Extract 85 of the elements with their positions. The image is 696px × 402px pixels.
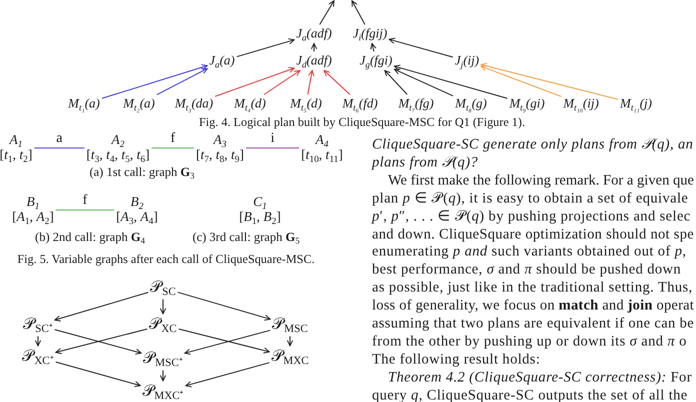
member-list: [A$_{3}$, A$_{4}$] — [116, 210, 158, 225]
member-list: [t$_{10}$, t$_{11}$] — [301, 148, 343, 163]
node-label: J$_{d}$(adf) — [296, 54, 332, 68]
body-text-line: assuming that two plans are equivalent if one can be — [372, 316, 694, 332]
arrow — [264, 70, 300, 95]
member-list: [B$_{1}$, B$_{2}$] — [239, 210, 281, 225]
arrow — [101, 64, 208, 99]
subfigure-caption: (c) 3rd call: graph G$_{5}$ — [192, 230, 300, 244]
arrow — [480, 65, 562, 97]
node-label: J$_{g}$(fgi) — [360, 54, 392, 68]
arrow — [55, 362, 141, 388]
node-label: 𝒫$_{XC⁺}$ — [22, 348, 54, 366]
arrow — [319, 0, 334, 25]
node-label: M$_{t₈}$(g) — [455, 96, 487, 112]
variable-name: C$_{1}$ — [252, 195, 268, 210]
figure-caption: Fig. 4. Logical plan built by CliqueSquare-MSC for Q1 (Figure 1). — [199, 114, 525, 130]
arrow — [394, 64, 508, 99]
node-label: 𝒫$_{MXC}$ — [271, 348, 309, 366]
arrow — [352, 0, 366, 25]
node-label: M$_{t₆}$(fd) — [342, 96, 378, 112]
body-text-line: CliqueSquare-SC generate only plans from 𝒫(q), an — [372, 136, 694, 154]
node-label: M$_{t₉}$(gi) — [509, 96, 545, 112]
body-text-line: plans from 𝒫(q)? — [372, 154, 478, 172]
body-text-line: plan p ∈ 𝒫(q), it is easy to obtain a set of equivale — [372, 190, 688, 208]
arrow — [156, 68, 208, 96]
node-label: J$_{i}$(fgij) — [352, 26, 388, 42]
arrow — [177, 292, 271, 321]
node-label: 𝒫$_{MSC}$ — [272, 316, 308, 334]
arrow — [394, 68, 454, 96]
body-text-line: p′, p″, . . . ∈ 𝒫(q) by pushing projections and selec — [372, 208, 691, 225]
variable-name: A$_{4}$ — [314, 133, 330, 148]
variable-name: A$_{1}$ — [8, 133, 24, 148]
node-label: 𝒫$_{MXC⁺}$ — [142, 382, 184, 402]
node-label: M$_{t₃}$(da) — [174, 96, 214, 112]
body-text-line: loss of generality, we focus on match and join operat — [372, 298, 694, 314]
member-list: [t$_{3}$, t$_{4}$, t$_{5}$, t$_{6}$] — [86, 148, 150, 163]
node-label: J$_{a}$(a) — [209, 54, 235, 68]
node-label: 𝒫$_{SC⁺}$ — [23, 316, 53, 334]
member-list: [t$_{1}$, t$_{2}$] — [0, 148, 32, 163]
body-text-line: The following result holds: — [372, 351, 540, 368]
node-label: 𝒫$_{SC}$ — [150, 278, 176, 298]
arrow — [185, 362, 270, 388]
body-text-line: best performance, σ and π should be pushed down — [372, 262, 682, 279]
figure-caption: Fig. 5. Variable graphs after each call of CliqueSquare-MSC. — [17, 252, 315, 266]
arrow — [160, 298, 166, 314]
subfigure-caption: (a) 1st call: graph G$_{3}$ — [89, 164, 195, 180]
arrow — [310, 43, 318, 52]
node-label: J$_{a}$(adf) — [296, 26, 332, 42]
node-label: M$_{t₅}$(d) — [290, 96, 322, 112]
arrow — [384, 70, 408, 95]
node-label: M$_{t₂}$(a) — [123, 96, 155, 112]
variable-name: A$_{2}$ — [110, 133, 126, 148]
arrow — [214, 66, 295, 97]
node-label: M$_{t₁}$(a) — [68, 96, 100, 112]
node-label: M$_{t₁₁}$(j) — [620, 96, 652, 112]
body-text-line: from the other by pushing up or down its σ and π o — [372, 334, 687, 350]
arrow — [307, 70, 314, 95]
arrow — [34, 336, 42, 346]
arrow — [54, 292, 149, 322]
arrow — [236, 38, 295, 58]
arrow — [388, 38, 454, 58]
node-label: 𝒫$_{XC}$ — [149, 316, 177, 334]
node-label: M$_{t₇}$(fg) — [398, 96, 434, 112]
member-list: [t$_{7}$, t$_{8}$, t$_{9}$] — [196, 148, 244, 163]
body-text-line: We first make the following remark. For a given que — [388, 172, 694, 190]
subfigure-caption: (b) 2nd call: graph G$_{4}$ — [35, 230, 145, 244]
arrow — [370, 43, 376, 52]
node-label: 𝒫$_{MSC⁺}$ — [143, 350, 183, 368]
arrow — [160, 370, 166, 382]
node-label: M$_{t₁₀}$(ij) — [563, 96, 599, 112]
arrow — [184, 330, 271, 355]
node-label: J$_{j}$(ij) — [454, 54, 480, 68]
body-text-line: and down. CliqueSquare optimization should not spe — [372, 226, 694, 243]
variable-name: B$_{2}$ — [130, 195, 144, 210]
variable-name: A$_{3}$ — [212, 133, 228, 148]
body-text-line: enumerating p and such variants obtained out of p, — [372, 244, 686, 261]
node-label: M$_{t₄}$(d) — [234, 96, 266, 112]
arrow — [480, 62, 618, 100]
body-text-line: Theorem 4.2 (CliqueSquare-SC correctness): For — [388, 369, 692, 386]
arrow — [178, 328, 270, 354]
arrow — [324, 70, 350, 95]
member-list: [A$_{1}$, A$_{2}$] — [12, 210, 54, 225]
arrow — [286, 336, 294, 346]
body-text-line: as possible, just like in the traditional setting. Thus, — [372, 280, 693, 297]
variable-name: B$_{1}$ — [26, 195, 40, 210]
